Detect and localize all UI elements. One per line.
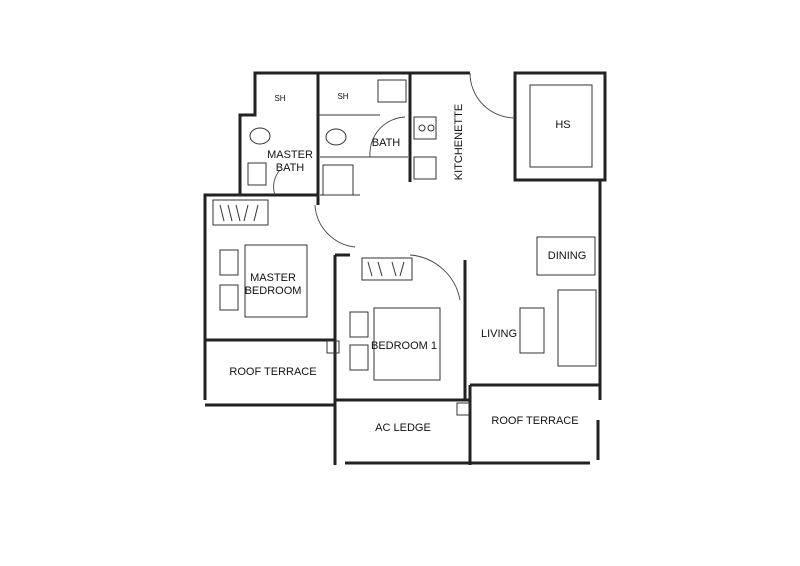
walls — [203, 71, 607, 465]
label-ac-ledge: AC LEDGE — [375, 422, 431, 434]
coffee-table-icon — [519, 307, 545, 354]
basin-icon — [377, 79, 407, 103]
label-living: LIVING — [481, 328, 517, 340]
label-bedroom-1: BEDROOM 1 — [371, 340, 437, 352]
label-master-bedroom-2: BEDROOM — [245, 285, 302, 297]
household-shelter — [513, 71, 607, 182]
ac-icon — [456, 402, 470, 416]
room-labels: SH SH MASTER BATH BATH KITCHENETTE HS DI… — [229, 92, 586, 434]
label-hs: HS — [555, 119, 570, 131]
wardrobe-icon — [212, 199, 269, 226]
label-master-bath-2: BATH — [276, 162, 305, 174]
label-sh-master: SH — [274, 94, 285, 103]
label-roof-terrace-right: ROOF TERRACE — [491, 415, 578, 427]
bed-icon — [373, 307, 441, 381]
sofa-icon — [557, 289, 597, 367]
washer-icon — [322, 164, 354, 196]
label-master-bath-1: MASTER — [267, 149, 313, 161]
label-kitchenette: KITCHENETTE — [453, 104, 465, 180]
label-sh-bath: SH — [337, 92, 348, 101]
basin-icon — [247, 162, 267, 186]
bed-icon — [244, 244, 308, 318]
ac-icon — [326, 340, 340, 354]
label-roof-terrace-left: ROOF TERRACE — [229, 366, 316, 378]
sink-icon — [413, 156, 437, 180]
stove-icon — [413, 116, 437, 140]
fixtures — [212, 79, 597, 416]
label-bath: BATH — [372, 137, 401, 149]
label-master-bedroom-1: MASTER — [250, 272, 296, 284]
wardrobe-icon — [361, 257, 413, 281]
toilet-icon — [325, 128, 347, 146]
doors — [273, 72, 516, 301]
toilet-icon — [249, 127, 271, 145]
label-dining: DINING — [548, 250, 587, 262]
dining-table-icon — [536, 236, 596, 276]
